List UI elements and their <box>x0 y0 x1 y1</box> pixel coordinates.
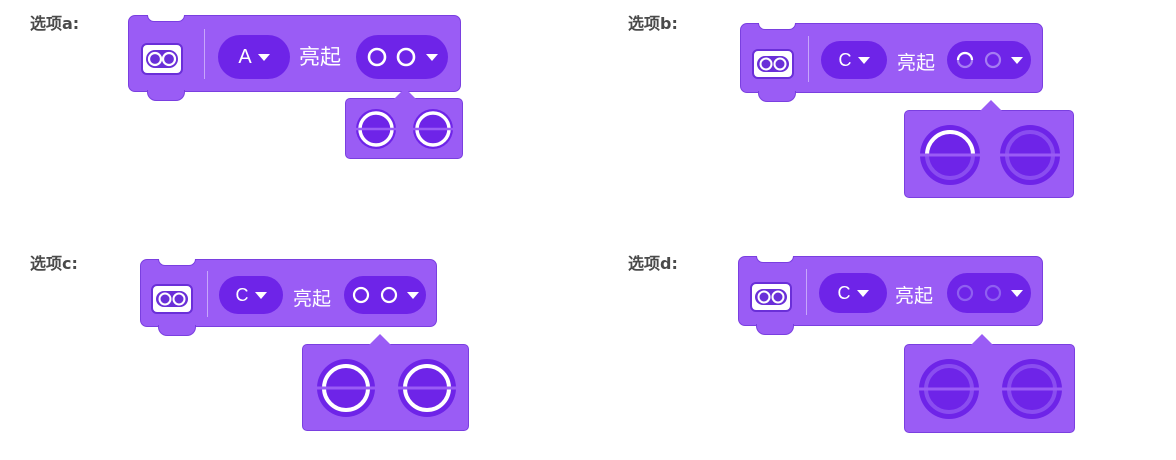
eye-preview <box>367 47 416 67</box>
right-eye-light[interactable] <box>395 356 459 420</box>
port-dropdown[interactable]: C <box>821 41 887 79</box>
port-dropdown[interactable]: C <box>819 273 887 313</box>
chevron-down-icon <box>1011 56 1023 64</box>
action-word: 亮起 <box>895 285 934 307</box>
option-label: 选项d: <box>628 254 678 273</box>
eye-light-dropdown[interactable] <box>947 273 1031 313</box>
left-eye-light[interactable] <box>314 356 378 420</box>
ultrasonic-light-block[interactable]: C 亮起 <box>140 259 437 336</box>
chevron-down-icon <box>426 53 438 61</box>
ultrasonic-sensor-icon <box>151 284 193 314</box>
ultrasonic-sensor-icon <box>141 43 183 75</box>
eye-preview <box>956 284 1002 302</box>
option-label: 选项b: <box>628 14 678 33</box>
left-eye-light[interactable] <box>917 122 983 188</box>
port-value: C <box>837 282 851 303</box>
chevron-down-icon <box>254 291 267 299</box>
ultrasonic-light-block[interactable]: A 亮起 <box>128 15 461 101</box>
eye-preview <box>352 286 398 304</box>
ultrasonic-light-block[interactable]: C 亮起 <box>740 23 1043 102</box>
chevron-down-icon <box>1011 289 1023 297</box>
port-value: C <box>235 284 249 305</box>
eye-preview <box>956 51 1002 69</box>
chevron-down-icon <box>857 56 870 64</box>
eye-light-dropdown[interactable] <box>947 41 1031 79</box>
ultrasonic-sensor-icon <box>752 49 794 79</box>
eye-light-popup[interactable] <box>302 334 469 431</box>
option-label: 选项c: <box>30 254 78 273</box>
chevron-down-icon <box>856 289 869 297</box>
port-value: C <box>838 49 852 70</box>
right-eye-light[interactable] <box>997 122 1063 188</box>
eye-light-popup[interactable] <box>345 88 463 159</box>
eye-light-popup[interactable] <box>904 100 1074 198</box>
right-eye-light[interactable] <box>999 356 1065 422</box>
action-word: 亮起 <box>299 45 341 69</box>
left-eye-light[interactable] <box>916 356 982 422</box>
chevron-down-icon <box>407 291 419 299</box>
option-label: 选项a: <box>30 14 80 33</box>
eye-light-dropdown[interactable] <box>344 276 426 314</box>
ultrasonic-sensor-icon <box>750 282 792 312</box>
port-value: A <box>238 45 252 68</box>
right-eye-light[interactable] <box>410 106 456 152</box>
left-eye-light[interactable] <box>353 106 399 152</box>
port-dropdown[interactable]: A <box>218 35 290 79</box>
ultrasonic-light-block[interactable]: C 亮起 <box>738 256 1043 335</box>
action-word: 亮起 <box>897 52 936 74</box>
eye-light-dropdown[interactable] <box>356 35 448 79</box>
eye-light-popup[interactable] <box>904 334 1075 433</box>
chevron-down-icon <box>257 53 270 61</box>
action-word: 亮起 <box>293 288 332 310</box>
port-dropdown[interactable]: C <box>219 276 283 314</box>
